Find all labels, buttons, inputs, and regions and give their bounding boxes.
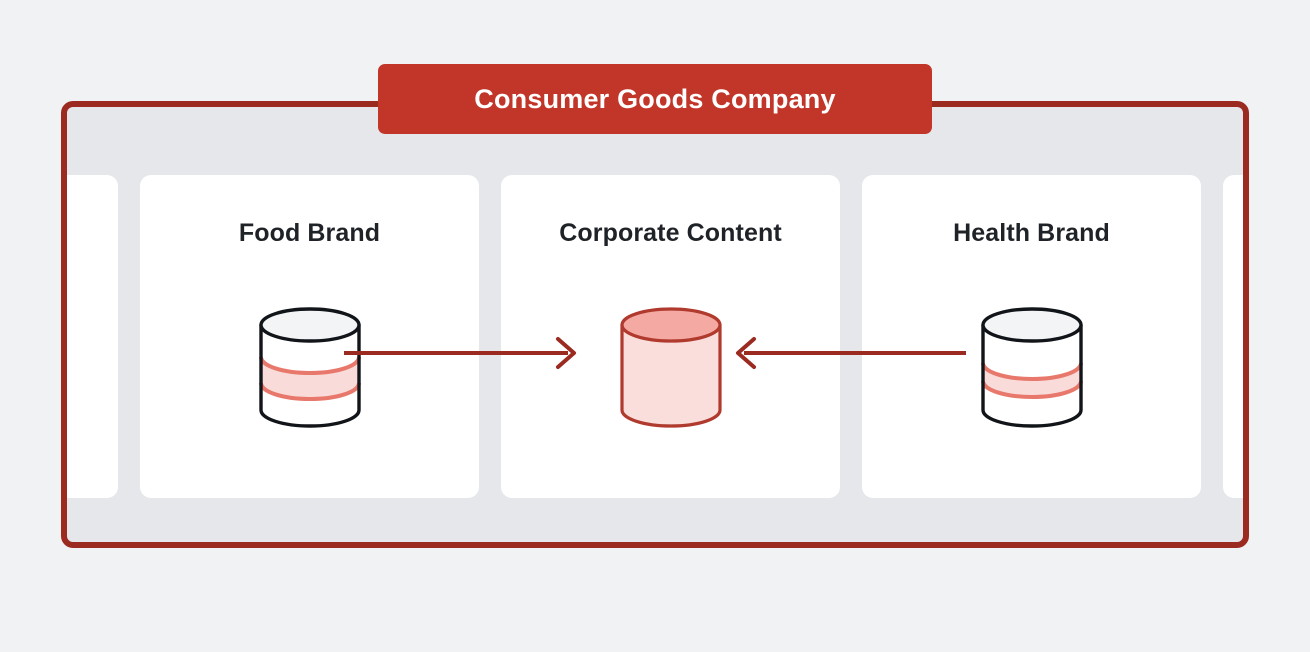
org-title-label: Consumer Goods Company: [474, 83, 836, 114]
brand-cards-row[interactable]: Food Brand: [67, 175, 1243, 498]
card-title-corporate-content: Corporate Content: [559, 219, 782, 247]
brand-card-health-brand[interactable]: Health Brand: [862, 175, 1201, 498]
brand-card-partial-right[interactable]: [1223, 175, 1243, 498]
database-cylinder-icon: [619, 307, 722, 428]
brand-card-food-brand[interactable]: Food Brand: [140, 175, 479, 498]
card-icon-wrap-corporate-content: [501, 242, 840, 498]
card-title-health-brand: Health Brand: [953, 219, 1110, 247]
database-cylinder-icon: [980, 307, 1083, 428]
org-container: Food Brand: [61, 101, 1249, 548]
card-icon-wrap-health-brand: [862, 242, 1201, 498]
org-title-badge: Consumer Goods Company: [378, 64, 932, 134]
brand-card-corporate-content[interactable]: Corporate Content: [501, 175, 840, 498]
card-title-food-brand: Food Brand: [238, 219, 381, 247]
card-icon-wrap-food-brand: [140, 242, 479, 498]
database-cylinder-icon: [258, 307, 361, 428]
brand-card-partial-left[interactable]: [67, 175, 118, 498]
